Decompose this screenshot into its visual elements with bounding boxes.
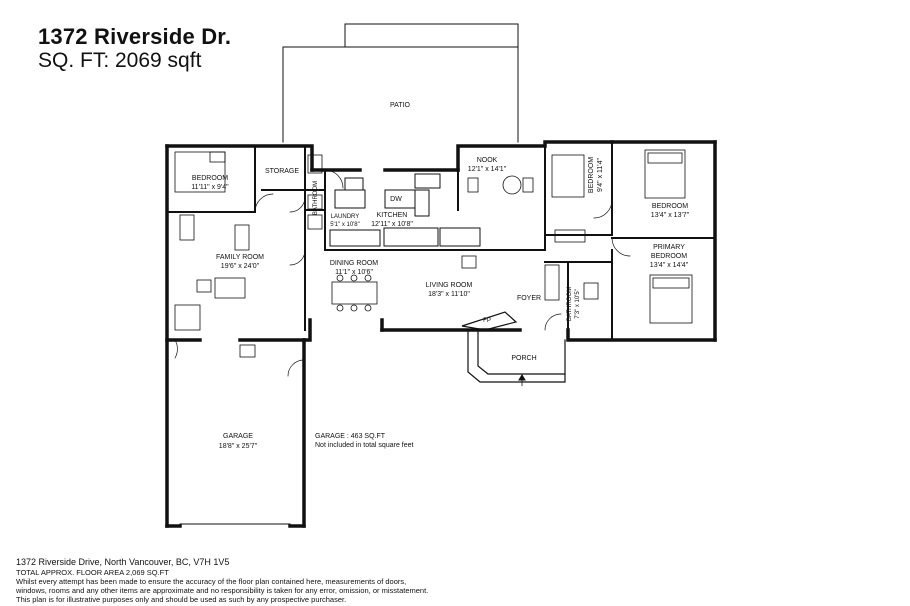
footer-address: 1372 Riverside Drive, North Vancouver, B…	[16, 557, 230, 567]
room-label-dining-room: DINING ROOM	[330, 260, 378, 267]
room-label-kitchen: KITCHEN	[377, 212, 408, 219]
room-label-primary-bedroom: BEDROOM	[651, 253, 687, 260]
entry-arrow-icon	[518, 374, 526, 386]
footer-disclaimer-3: This plan is for illustrative purposes o…	[16, 595, 347, 604]
room-label-laundry: LAUNDRY	[331, 214, 360, 220]
room-dims-bedroom-nw: 11'11" x 9'4"	[191, 184, 229, 191]
room-label-primary: PRIMARY	[653, 244, 685, 251]
garage-note-exclusion: Not included in total square feet	[315, 442, 414, 449]
footer: 1372 Riverside Drive, North Vancouver, B…	[16, 557, 896, 604]
kitchen-counters	[329, 173, 481, 247]
footer-disclaimer-2: windows, rooms and any other items are a…	[16, 586, 429, 595]
room-dims-bedroom-ne: 13'4" x 13'7"	[651, 212, 690, 219]
room-label-bathroom-main: BATHROOM	[567, 287, 573, 321]
room-dims-bathroom-main: 7'3" x 10'5"	[575, 289, 581, 319]
room-label-foyer: FOYER	[517, 295, 541, 302]
footer-total-area: TOTAL APPROX. FLOOR AREA 2,069 SQ.FT	[16, 568, 169, 577]
room-label-nook: NOOK	[477, 157, 498, 164]
room-dims-laundry: 5'1" x 10'8"	[330, 222, 360, 228]
porch	[467, 329, 566, 383]
door-swings	[174, 169, 631, 377]
fireplace	[461, 311, 518, 331]
room-dims-bedroom-mid: 9'4" x 11'4"	[597, 157, 604, 191]
room-label-porch: PORCH	[511, 355, 536, 362]
room-dims-nook: 12'1" x 14'1"	[468, 166, 507, 173]
room-label-storage: STORAGE	[265, 168, 299, 175]
footer-disclaimer-1: Whilst every attempt has been made to en…	[16, 577, 407, 586]
room-label-patio: PATIO	[390, 102, 411, 109]
appliance-label-dw: DW	[390, 196, 402, 203]
room-label-living-room: LIVING ROOM	[426, 282, 473, 289]
room-dims-living-room: 18'3" x 11'10"	[428, 291, 470, 298]
room-label-bedroom-ne: BEDROOM	[652, 203, 688, 210]
room-label-bedroom-nw: BEDROOM	[192, 175, 228, 182]
fireplace-label: FP	[483, 318, 491, 324]
exterior-walls	[165, 140, 717, 528]
room-dims-dining-room: 11'1" x 10'6"	[335, 269, 373, 276]
square-footage: SQ. FT: 2069 sqft	[38, 49, 202, 72]
room-dims-kitchen: 12'11" x 10'8"	[371, 221, 413, 228]
interior-walls	[166, 141, 716, 341]
room-label-bedroom-mid: BEDROOM	[588, 157, 595, 193]
garage-note-area: GARAGE : 463 SQ.FT	[315, 433, 386, 440]
room-dims-garage: 18'8" x 25'7"	[219, 443, 258, 450]
property-address-title: 1372 Riverside Dr.	[38, 24, 232, 49]
room-label-family-room: FAMILY ROOM	[216, 254, 264, 261]
room-dims-family-room: 19'6" x 24'0"	[221, 263, 260, 270]
room-label-garage: GARAGE	[223, 433, 253, 440]
room-label-bathroom-small: BATHROOM	[313, 181, 319, 215]
patio-outline	[282, 23, 519, 143]
room-dims-primary: 13'4" x 14'4"	[650, 262, 689, 269]
furniture	[174, 149, 693, 358]
